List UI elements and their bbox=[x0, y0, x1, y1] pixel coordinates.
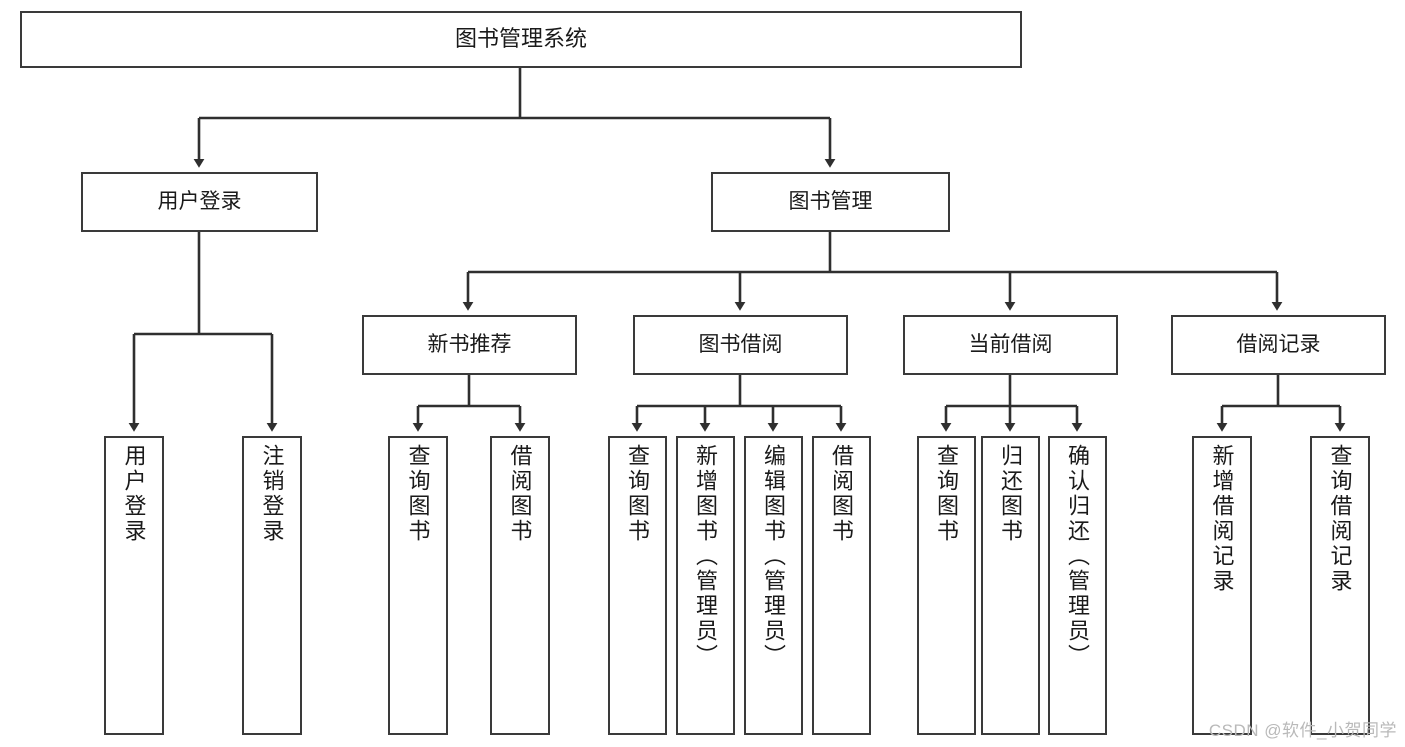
node-new-book-recommend[interactable]: 新书推荐 bbox=[362, 315, 577, 375]
node-label: 编辑图书（管理员） bbox=[761, 444, 787, 669]
leaf-query-borrow-record[interactable]: 查询借阅记录 bbox=[1310, 436, 1370, 735]
node-user-login[interactable]: 用户登录 bbox=[81, 172, 318, 232]
leaf-query-book-borrow[interactable]: 查询图书 bbox=[608, 436, 667, 735]
node-label: 图书借阅 bbox=[698, 333, 783, 357]
node-current-borrow[interactable]: 当前借阅 bbox=[903, 315, 1118, 375]
node-label: 新书推荐 bbox=[427, 333, 512, 357]
node-label: 查询图书 bbox=[934, 444, 960, 544]
leaf-borrow-book-recommend[interactable]: 借阅图书 bbox=[490, 436, 550, 735]
node-label: 借阅图书 bbox=[829, 444, 855, 544]
node-label: 当前借阅 bbox=[968, 333, 1053, 357]
node-borrow-record[interactable]: 借阅记录 bbox=[1171, 315, 1386, 375]
leaf-add-book[interactable]: 新增图书（管理员） bbox=[676, 436, 735, 735]
leaf-add-borrow-record[interactable]: 新增借阅记录 bbox=[1192, 436, 1252, 735]
node-label: 借阅图书 bbox=[507, 444, 533, 544]
node-label: 图书管理系统 bbox=[454, 26, 587, 52]
node-label: 归还图书 bbox=[998, 444, 1024, 544]
node-book-borrow[interactable]: 图书借阅 bbox=[633, 315, 848, 375]
node-label: 新增借阅记录 bbox=[1209, 444, 1235, 594]
node-label: 查询图书 bbox=[405, 444, 431, 544]
leaf-query-book-current[interactable]: 查询图书 bbox=[917, 436, 976, 735]
node-book-manage[interactable]: 图书管理 bbox=[711, 172, 950, 232]
leaf-query-book-recommend[interactable]: 查询图书 bbox=[388, 436, 448, 735]
leaf-borrow-book[interactable]: 借阅图书 bbox=[812, 436, 871, 735]
leaf-confirm-return[interactable]: 确认归还（管理员） bbox=[1048, 436, 1107, 735]
node-book-management-system[interactable]: 图书管理系统 bbox=[20, 11, 1022, 68]
node-label: 查询借阅记录 bbox=[1327, 444, 1353, 594]
node-label: 确认归还（管理员） bbox=[1065, 444, 1091, 669]
leaf-logout-login[interactable]: 注销登录 bbox=[242, 436, 302, 735]
node-label: 借阅记录 bbox=[1236, 333, 1321, 357]
node-label: 新增图书（管理员） bbox=[693, 444, 719, 669]
leaf-edit-book[interactable]: 编辑图书（管理员） bbox=[744, 436, 803, 735]
node-label: 查询图书 bbox=[625, 444, 651, 544]
node-label: 用户登录 bbox=[157, 190, 242, 214]
node-label: 用户登录 bbox=[121, 444, 147, 544]
node-label: 注销登录 bbox=[259, 444, 285, 544]
node-label: 图书管理 bbox=[788, 190, 873, 214]
leaf-return-book[interactable]: 归还图书 bbox=[981, 436, 1040, 735]
leaf-user-login[interactable]: 用户登录 bbox=[104, 436, 164, 735]
